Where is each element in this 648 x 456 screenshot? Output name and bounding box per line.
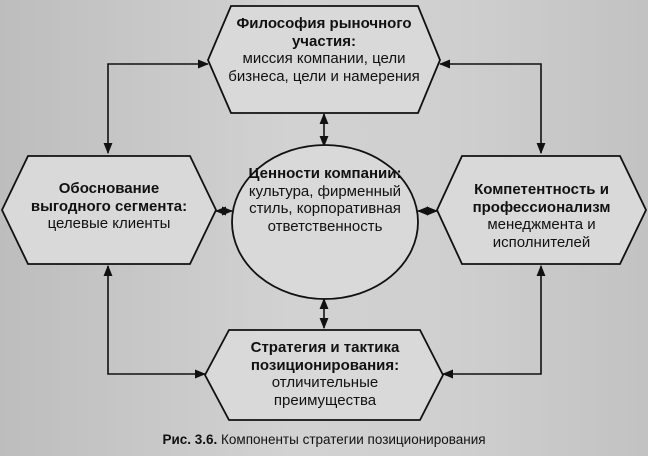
figure-caption-label: Рис. 3.6.	[162, 432, 218, 447]
strategy-body: отличительные преимущества	[271, 374, 379, 410]
segment-hexagon	[1, 155, 217, 265]
segment-body: целевые клиенты	[47, 215, 171, 233]
philosophy-node: Философия рыночного участия: миссия комп…	[224, 15, 424, 86]
diagram-canvas	[1, 5, 647, 421]
values-ellipse	[231, 144, 419, 300]
strategy-node: Стратегия и тактика позиционирования: от…	[227, 339, 423, 410]
strategy-hexagon	[203, 329, 445, 421]
philosophy-title: Философия рыночного участия:	[236, 15, 412, 50]
philosophy-hexagon	[207, 5, 441, 114]
figure-caption-text: Компоненты стратегии позиционирования	[221, 432, 486, 447]
connector-segment-strategy	[103, 264, 207, 379]
connector-competence-strategy	[441, 264, 546, 379]
competence-node: Компетентность и профессионализм менеджм…	[450, 181, 633, 252]
segment-node: Обоснование выгодного сегмента: целевые …	[20, 180, 198, 233]
segment-title: Обоснование выгодного сегмента:	[30, 180, 188, 215]
connector-philosophy-segment	[103, 59, 210, 155]
values-body: культура, фирменный стиль, корпоративная…	[248, 182, 402, 236]
competence-hexagon	[436, 155, 647, 265]
competence-title: Компетентность и профессионализм	[472, 181, 611, 216]
values-node: Ценности компании: культура, фирменный с…	[240, 165, 410, 236]
philosophy-body: миссия компании, цели бизнеса, цели и на…	[228, 50, 420, 86]
competence-body: менеджмента и исполнителей	[487, 216, 596, 252]
connector-philosophy-competence	[438, 59, 546, 155]
values-title: Ценности компании:	[248, 165, 402, 182]
figure-caption: Рис. 3.6. Компоненты стратегии позициони…	[0, 432, 648, 447]
strategy-title: Стратегия и тактика позиционирования:	[250, 339, 400, 374]
